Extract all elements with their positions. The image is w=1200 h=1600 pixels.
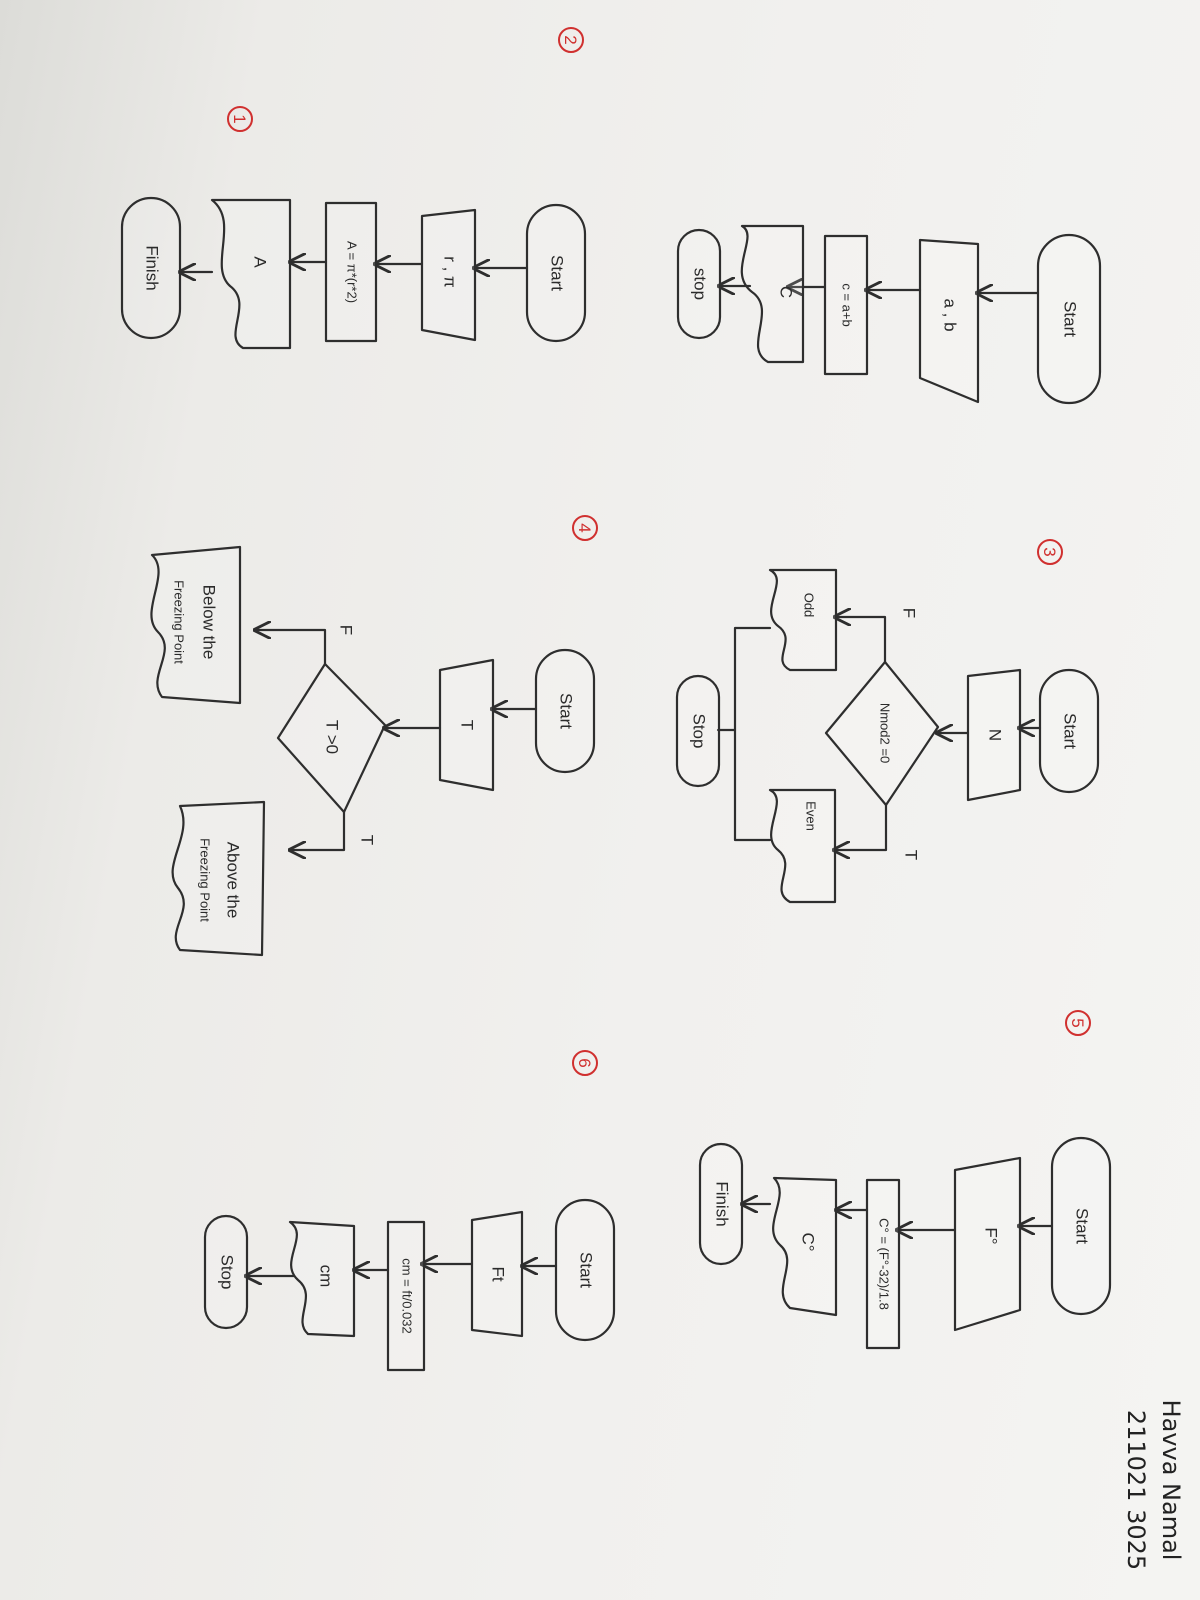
- fc3-false-label: F: [900, 608, 919, 618]
- number-badge-1: 1: [230, 114, 249, 123]
- fc3-false-output-document: [768, 568, 838, 672]
- fc6-process-rect: [386, 1220, 426, 1372]
- fc2-input-label: r , π: [441, 256, 460, 288]
- number-badge-4-circle: [572, 515, 598, 541]
- fc2-start-terminal: [525, 203, 587, 343]
- fc4-input-parallelogram: [438, 658, 495, 792]
- number-badge-3-circle: [1037, 539, 1063, 565]
- fc6-output-document: [288, 1220, 356, 1338]
- number-badge-6: 6: [575, 1058, 594, 1067]
- fc4-true-output-line2: Freezing Point: [198, 838, 213, 922]
- fc4-false-output-line1: Below the: [200, 585, 219, 660]
- fc3-decision-label: Nmod2 =0: [878, 703, 893, 763]
- author-id: 211021 3025: [1122, 1410, 1150, 1570]
- fc5-process-label: C° = (F°-32)/1.8: [877, 1218, 892, 1310]
- fc3-merge-line-false: [733, 626, 772, 732]
- fc6-end-label: Stop: [218, 1255, 237, 1290]
- fc3-input-parallelogram: [966, 668, 1022, 802]
- fc4-decision-diamond: [276, 662, 387, 814]
- fc6-process-label: cm = ft/0.032: [400, 1258, 415, 1334]
- fc5-input-parallelogram: [953, 1156, 1022, 1332]
- flowchart-2: 2 Start r , π A = π*(r*2) A Finish: [120, 27, 587, 350]
- fc2-end-label: Finish: [143, 245, 162, 290]
- fc1-output-document: [740, 224, 805, 364]
- fc1-input-parallelogram: [918, 238, 980, 404]
- author-signature: Havva Namal 211021 3025: [1122, 1400, 1185, 1571]
- fc6-start-terminal: [554, 1198, 616, 1342]
- fc5-end-terminal: [698, 1142, 744, 1266]
- fc2-output-label: A: [251, 256, 270, 268]
- fc3-merge-line-true: [716, 728, 772, 842]
- fc5-output-document: [772, 1176, 838, 1317]
- fc3-true-output-label: Even: [804, 801, 819, 831]
- fc1-end-terminal: [676, 228, 722, 340]
- author-name: Havva Namal: [1157, 1400, 1185, 1561]
- fc4-arrow-true: [290, 810, 346, 850]
- fc4-false-output-document: [150, 545, 242, 705]
- fc3-false-output-label: Odd: [802, 593, 817, 618]
- fc4-true-label: T: [358, 835, 377, 845]
- fc2-input-parallelogram: [420, 208, 477, 342]
- fc4-true-output-document: [171, 800, 266, 957]
- fc1-output-label: C: [777, 286, 796, 298]
- fc3-true-label: T: [902, 850, 921, 860]
- fc4-false-label: F: [337, 625, 356, 635]
- number-badge-1-circle: [227, 106, 253, 132]
- fc3-arrow-true: [834, 803, 888, 850]
- flowchart-4: 4 Start T T >0 T F Above the Freezing Po…: [150, 515, 598, 957]
- fc5-process-rect: [865, 1178, 901, 1350]
- fc1-process-rect: [823, 234, 869, 376]
- fc4-input-label: T: [458, 720, 477, 730]
- fc3-end-label: Stop: [690, 714, 709, 749]
- flowchart-1: 1 Start a , b c = a+b C stop: [227, 106, 1102, 405]
- fc1-input-label: a , b: [941, 298, 960, 331]
- number-badge-5-circle: [1065, 1010, 1091, 1036]
- flowchart-3: 3 Start N Nmod2 =0 T F Even Odd Stop: [675, 539, 1100, 904]
- fc3-start-label: Start: [1061, 713, 1080, 749]
- fc1-start-label: Start: [1061, 301, 1080, 337]
- flowchart-5: 5 Start F° C° = (F°-32)/1.8 C° Finish: [698, 1010, 1112, 1350]
- fc3-decision-diamond: [824, 660, 940, 807]
- fc6-start-label: Start: [577, 1252, 596, 1288]
- fc4-true-output-line1: Above the: [224, 842, 243, 919]
- fc3-true-output-document: [768, 788, 837, 904]
- fc4-decision-label: T >0: [323, 720, 342, 754]
- number-badge-2: 2: [561, 35, 580, 44]
- fc5-end-label: Finish: [713, 1181, 732, 1226]
- fc2-end-terminal: [120, 196, 182, 340]
- fc5-input-label: F°: [982, 1227, 1001, 1244]
- fc4-false-output-line2: Freezing Point: [172, 580, 187, 664]
- fc6-input-label: Ft: [489, 1266, 508, 1281]
- number-badge-5: 5: [1068, 1018, 1087, 1027]
- fc2-process-rect: [324, 201, 378, 343]
- fc6-input-parallelogram: [470, 1210, 524, 1338]
- fc5-output-label: C°: [799, 1232, 818, 1251]
- fc4-arrow-false: [255, 630, 327, 666]
- fc1-end-label: stop: [691, 268, 710, 300]
- number-badge-3: 3: [1040, 547, 1059, 556]
- fc1-process-label: c = a+b: [840, 283, 855, 326]
- fc1-start-terminal: [1036, 233, 1102, 405]
- fc3-start-terminal: [1038, 668, 1100, 794]
- fc5-start-label: Start: [1073, 1208, 1092, 1244]
- number-badge-6-circle: [572, 1050, 598, 1076]
- fc3-input-label: N: [986, 729, 1005, 741]
- number-badge-2-circle: [558, 27, 584, 53]
- fc6-output-label: cm: [317, 1265, 336, 1288]
- fc4-start-label: Start: [557, 693, 576, 729]
- fc2-output-document: [210, 198, 292, 350]
- flowchart-6: 6 Start Ft cm = ft/0.032 cm Stop: [203, 1050, 616, 1372]
- fc6-end-terminal: [203, 1214, 249, 1330]
- fc3-end-terminal: [675, 674, 721, 788]
- fc2-start-label: Start: [548, 255, 567, 291]
- fc2-process-label: A = π*(r*2): [345, 241, 360, 303]
- fc4-start-terminal: [534, 648, 596, 774]
- number-badge-4: 4: [575, 523, 594, 532]
- fc3-arrow-false: [835, 617, 887, 664]
